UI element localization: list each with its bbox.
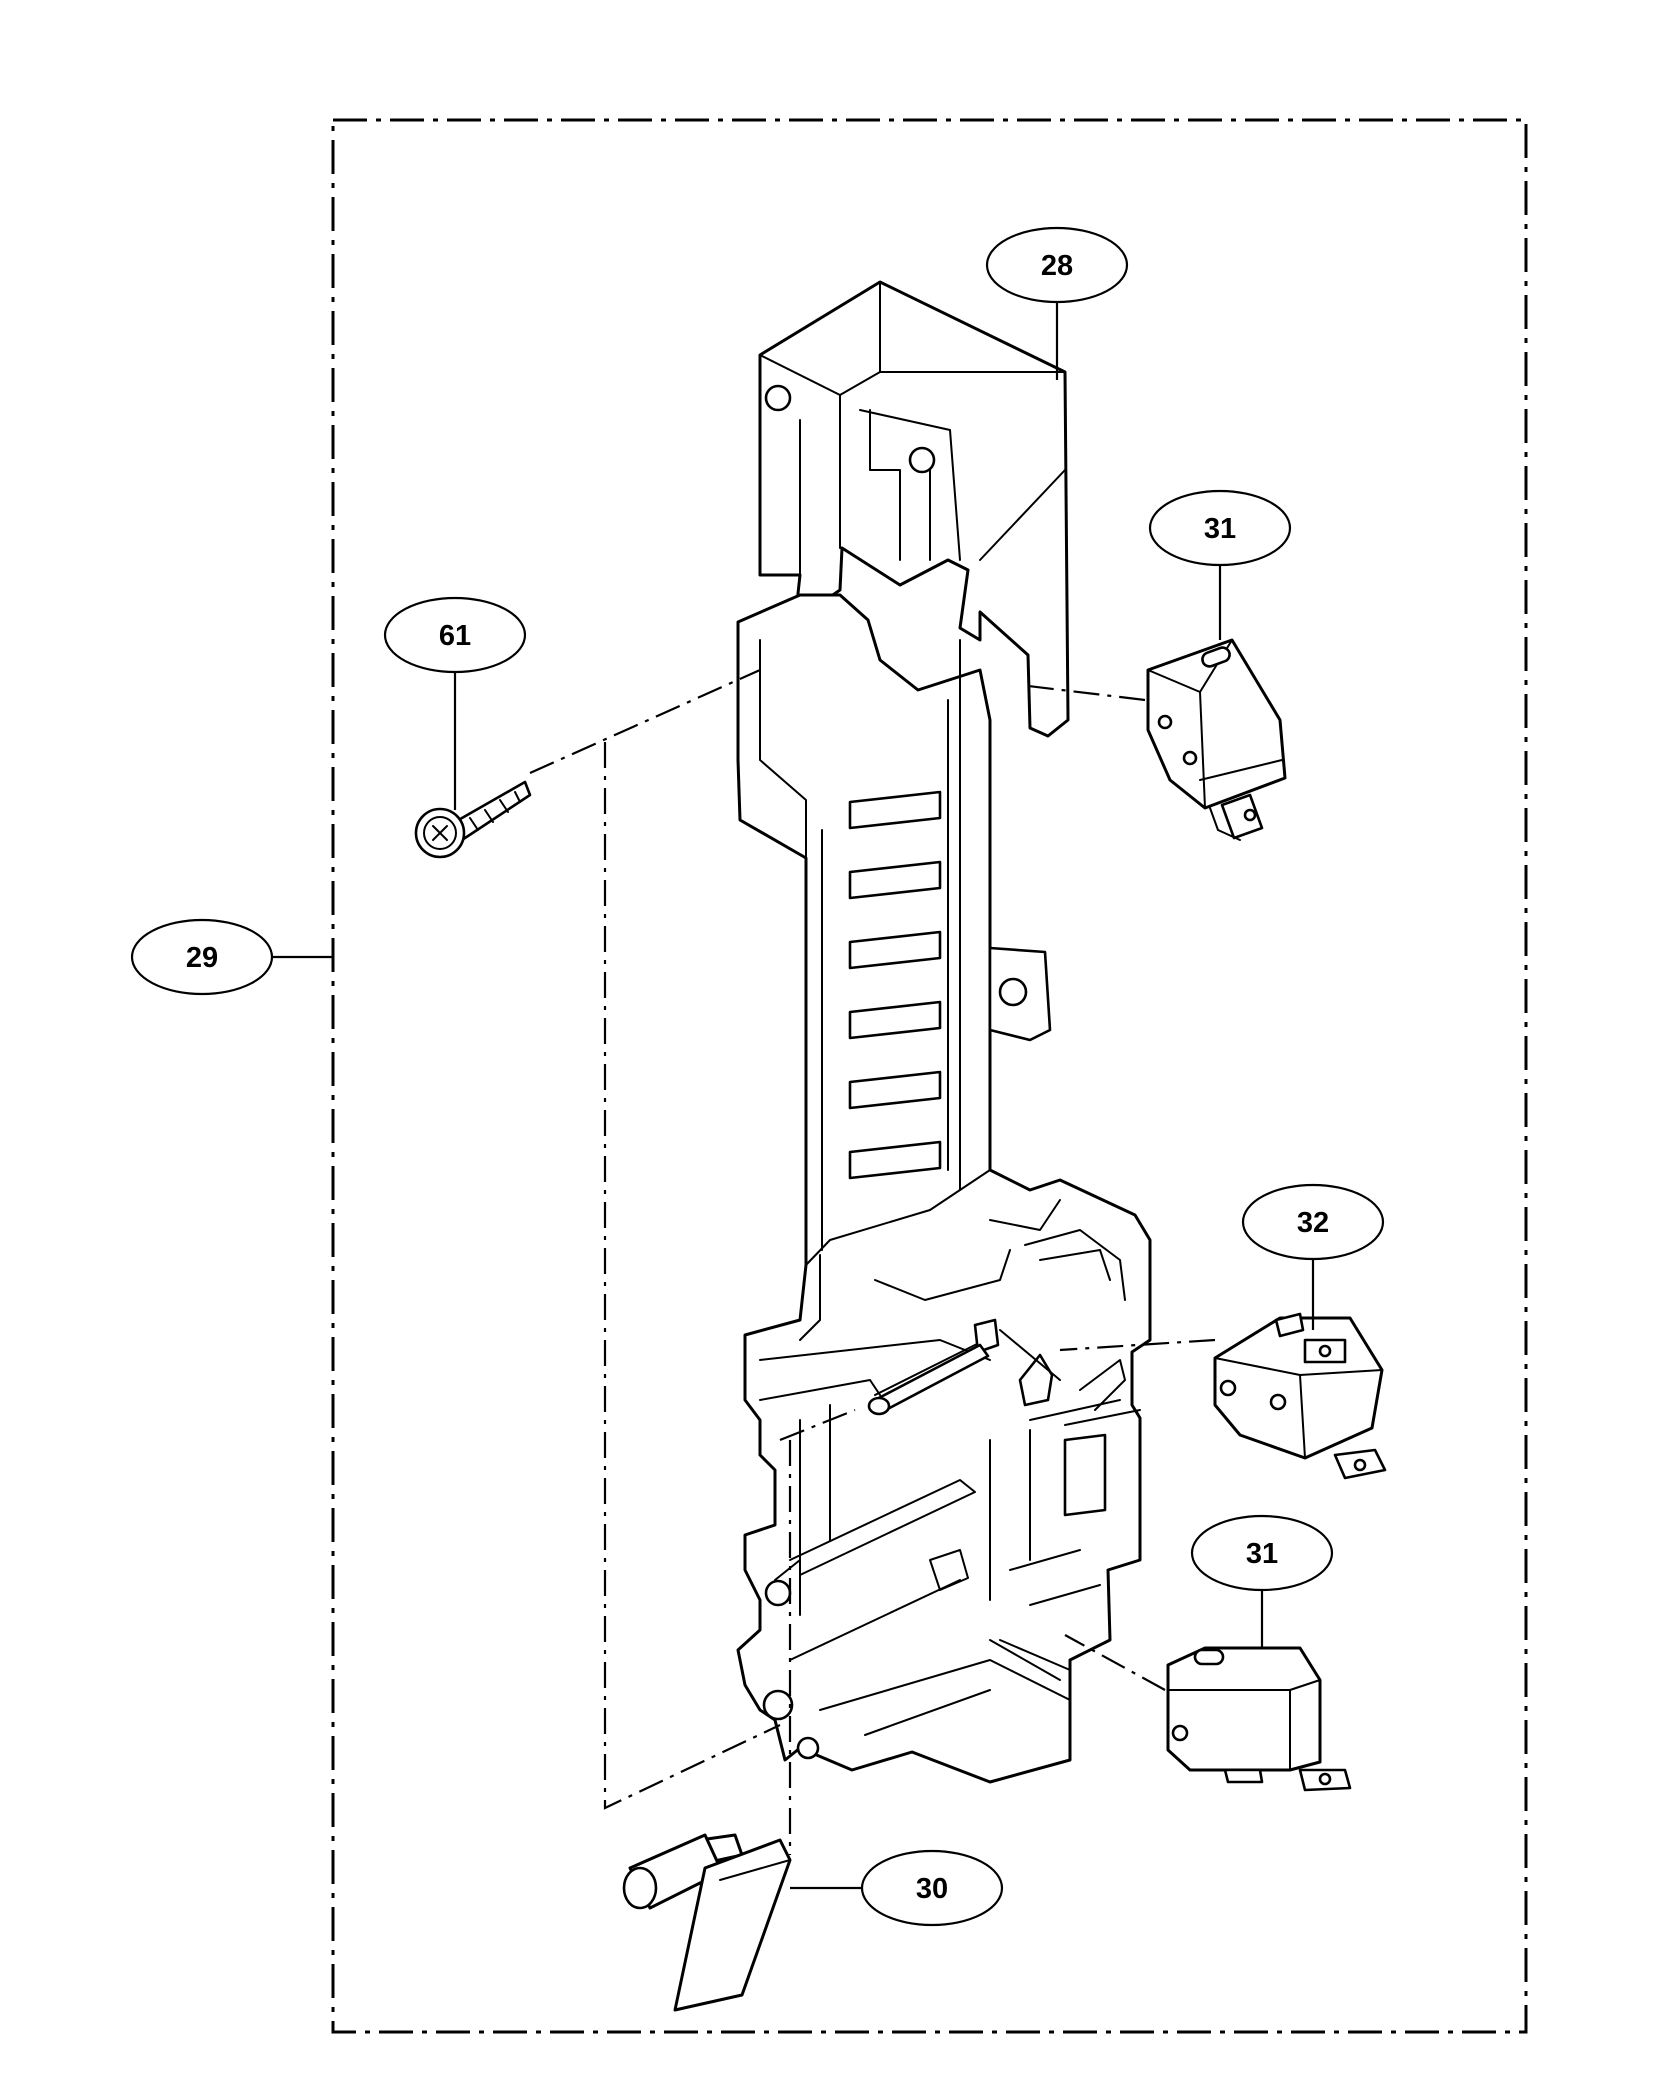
svg-text:61: 61 bbox=[439, 620, 471, 652]
callout-29: 29 bbox=[130, 918, 274, 996]
assembly-frame bbox=[331, 118, 1528, 2034]
svg-text:31: 31 bbox=[1246, 1538, 1278, 1570]
micro-switch-lower bbox=[1166, 1646, 1352, 1792]
rib-slats bbox=[848, 790, 942, 1180]
svg-text:30: 30 bbox=[916, 1873, 948, 1905]
svg-text:32: 32 bbox=[1297, 1207, 1329, 1239]
svg-text:29: 29 bbox=[186, 942, 218, 974]
latch-board bbox=[736, 280, 1152, 1784]
svg-text:31: 31 bbox=[1204, 513, 1236, 545]
callout-61: 61 bbox=[383, 596, 527, 674]
screw bbox=[414, 780, 532, 859]
micro-switch-upper bbox=[1146, 638, 1287, 841]
callout-31-upper: 31 bbox=[1148, 489, 1292, 567]
callout-30: 30 bbox=[860, 1849, 1004, 1927]
callout-31-lower: 31 bbox=[1190, 1514, 1334, 1592]
leader-lines bbox=[272, 302, 1315, 1890]
assembly-lines bbox=[529, 668, 1216, 1855]
micro-switch-middle bbox=[1213, 1312, 1387, 1480]
callout-32: 32 bbox=[1241, 1183, 1385, 1261]
lever bbox=[622, 1833, 792, 2012]
callout-28: 28 bbox=[985, 226, 1129, 304]
svg-text:28: 28 bbox=[1041, 250, 1073, 282]
